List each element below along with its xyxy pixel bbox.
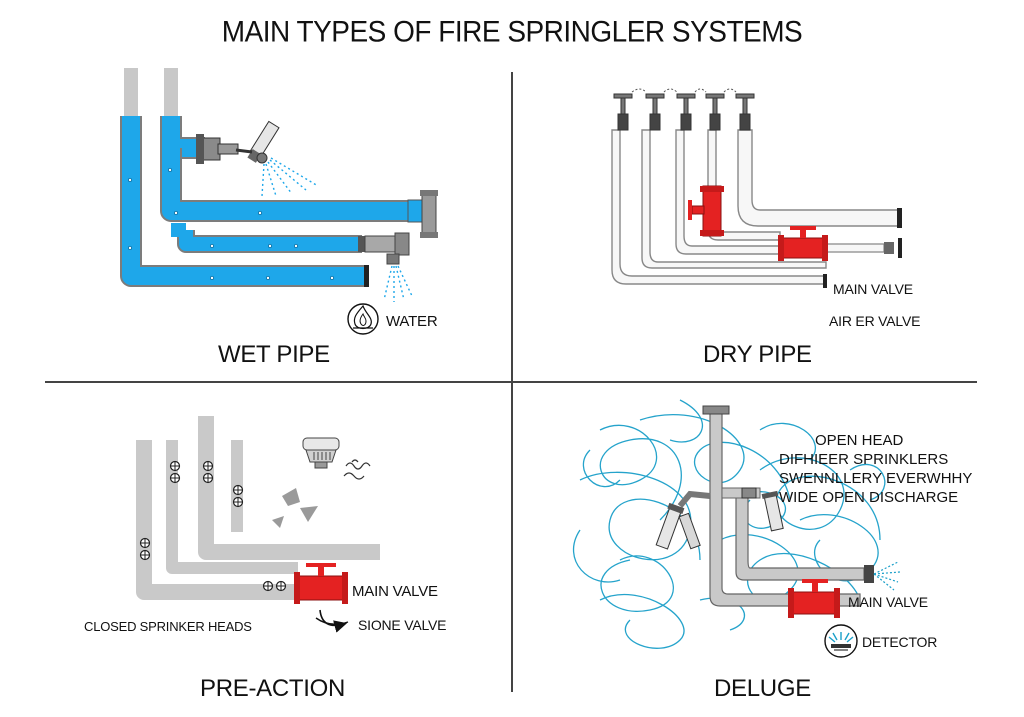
deluge-diagram — [573, 399, 901, 658]
dry-pipe-title: DRY PIPE — [703, 341, 812, 368]
pre-action-main-valve-label: MAIN VALVE — [352, 583, 438, 600]
pre-action-diagram — [136, 416, 380, 633]
deluge-desc-line: SWENNLLERY EVERWHHY — [779, 470, 973, 487]
deluge-desc-line: OPEN HEAD — [815, 432, 904, 449]
open-sprinkler-icon — [655, 490, 711, 550]
page-title: MAIN TYPES OF FIRE SPRINGLER SYSTEMS — [221, 15, 803, 48]
fire-icon — [347, 303, 379, 335]
deluge-main-valve-label: MAIN VALVE — [848, 594, 928, 610]
smoke-detector-icon — [302, 437, 340, 469]
open-sprinkler-icon — [741, 487, 784, 532]
deluge-desc-line: WIDE OPEN DISCHARGE — [779, 489, 959, 506]
detector-icon — [824, 624, 858, 658]
deluge-detector-label: DETECTOR — [862, 634, 938, 650]
dry-pipe-main-valve — [778, 226, 828, 261]
smoke-icon — [343, 459, 371, 480]
horizontal-divider — [45, 381, 977, 383]
dry-pipe-riser-valve — [688, 185, 724, 237]
arrow-icon — [319, 609, 348, 633]
deluge-desc-line: DIFHIEER SPRINKLERS — [779, 451, 949, 468]
dry-pipe-air-valve-label: AIR ER VALVE — [829, 313, 921, 329]
pre-action-main-valve — [294, 563, 348, 604]
deluge-open-head-description: OPEN HEAD DIFHIEER SPRINKLERS SWENNLLERY… — [779, 431, 972, 507]
wet-pipe-title: WET PIPE — [218, 341, 330, 368]
pre-action-sione-valve-label: SIONE VALVE — [358, 617, 447, 633]
wet-pipe-water-label: WATER — [386, 313, 438, 330]
pre-action-closed-heads-label: CLOSED SPRINKER HEADS — [84, 619, 252, 634]
wet-pipe-diagram — [120, 68, 438, 335]
dry-pipe-main-valve-label: MAIN VALVE — [833, 281, 913, 297]
deluge-title: DELUGE — [714, 675, 811, 702]
pre-action-title: PRE-ACTION — [200, 675, 346, 702]
dry-pipe-diagram — [611, 88, 902, 288]
deluge-main-valve — [788, 579, 840, 618]
